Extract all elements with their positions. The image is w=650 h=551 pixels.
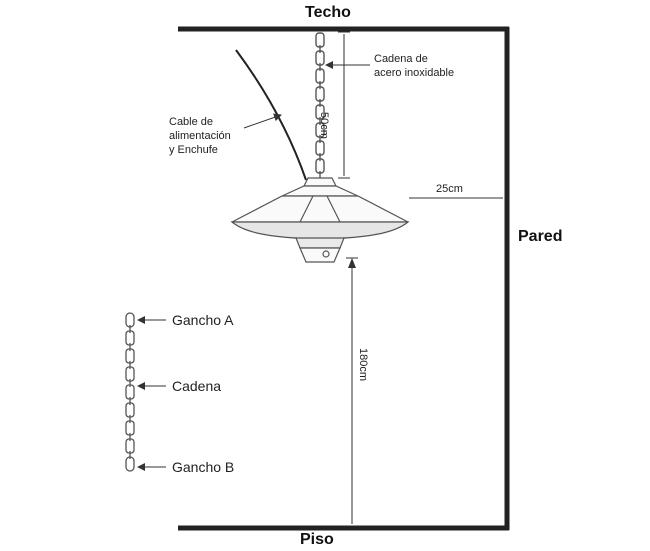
- chain-label-line1: Cadena de: [374, 53, 428, 65]
- cable-label-line2: alimentación: [169, 130, 231, 142]
- ceiling-label: Techo: [305, 4, 351, 21]
- chain-label-line2: acero inoxidable: [374, 67, 455, 79]
- power-cable: [235, 49, 307, 181]
- spare-chain: [125, 312, 135, 472]
- floor-label: Piso: [300, 531, 334, 548]
- heater-lamp: [230, 177, 410, 263]
- hanging-chain: [315, 32, 325, 180]
- cable-label-line1: Cable de: [169, 116, 214, 128]
- cable-label-line3: y Enchufe: [169, 144, 218, 156]
- dim-50-label: 50cm: [318, 112, 330, 139]
- chain-label: Cadena: [172, 378, 222, 394]
- hook-b-label: Gancho B: [172, 459, 235, 475]
- cable-pointer: [243, 113, 282, 129]
- hook-a-label: Gancho A: [172, 312, 234, 328]
- wall-label: Pared: [518, 228, 563, 245]
- dim-180-label: 180cm: [357, 348, 369, 382]
- dim-25-label: 25cm: [436, 183, 463, 195]
